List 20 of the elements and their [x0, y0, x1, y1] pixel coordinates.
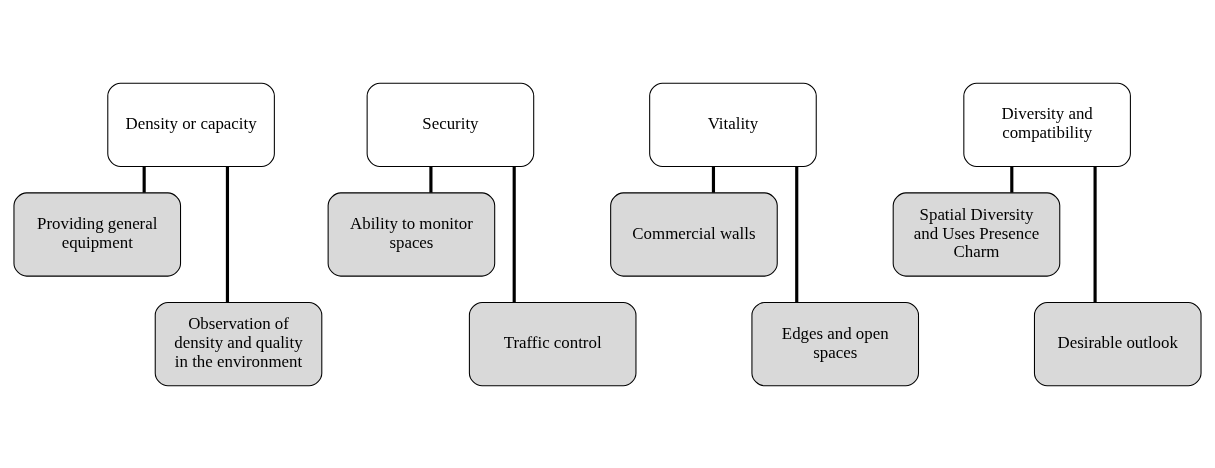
connector [795, 165, 799, 302]
node-box: Vitality [649, 82, 817, 167]
connector [1093, 165, 1097, 302]
node-box: Traffic control [468, 301, 637, 386]
connector [512, 165, 516, 302]
node-box: Ability to monitor spaces [327, 191, 496, 277]
connector [429, 165, 433, 193]
node-box: Observation of density and quality in the environment [154, 301, 323, 386]
node-box: Providing general equipment [13, 191, 182, 277]
node-box: Commercial walls [610, 191, 778, 277]
node-box: Edges and open spaces [751, 301, 920, 386]
connector [225, 165, 230, 302]
node-box: Security [366, 82, 535, 167]
connector [142, 165, 146, 193]
node-box: Density or capacity [107, 82, 275, 167]
node-box: Diversity and compatibility [963, 82, 1131, 167]
node-box: Spatial Diversity and Uses Presence Charm [892, 191, 1061, 277]
connector [1010, 165, 1014, 193]
connector [711, 165, 716, 193]
node-box: Desirable outlook [1033, 301, 1202, 386]
